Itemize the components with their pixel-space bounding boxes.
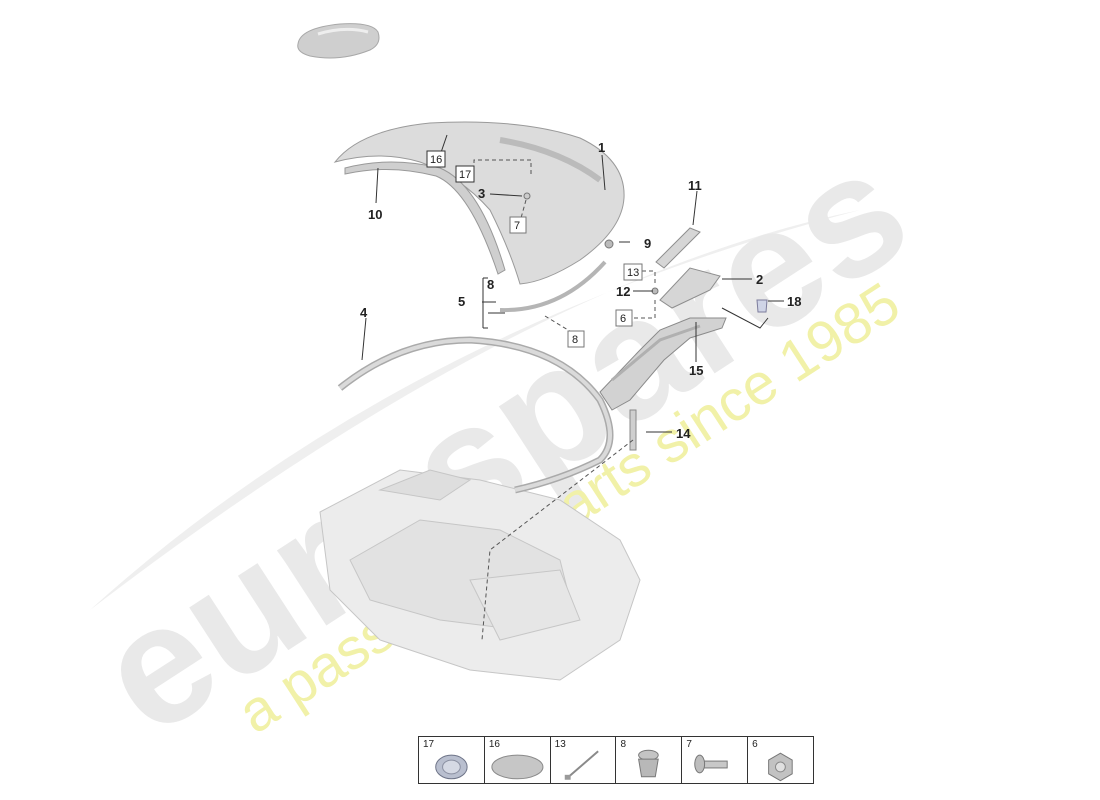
- box-label-7: 7: [514, 220, 520, 232]
- box-label-13: 13: [627, 267, 639, 279]
- legend-cell-7: 7: [682, 737, 749, 783]
- label-9: 9: [644, 236, 651, 251]
- legend-cell-6: 6: [748, 737, 813, 783]
- legend-number: 6: [752, 739, 758, 750]
- legend-number: 7: [686, 739, 692, 750]
- car-thumbnail-icon: [297, 23, 380, 59]
- label-18: 18: [787, 294, 801, 309]
- legend-number: 13: [554, 739, 566, 750]
- box-label-6: 6: [620, 313, 626, 325]
- cable-tie-icon: [564, 750, 599, 780]
- bumper-9: [604, 239, 614, 249]
- expansion-clip-icon: [638, 749, 660, 778]
- flange-nut-icon: [768, 752, 793, 782]
- boxed-labels: 16 17 7 13 6 8: [426, 150, 643, 348]
- label-2: 2: [756, 272, 763, 287]
- air-duct-part: [599, 317, 727, 411]
- label-15: 15: [689, 363, 703, 378]
- legend-cell-17: 17: [419, 737, 485, 783]
- grommet-icon: [435, 754, 468, 780]
- label-14: 14: [676, 426, 691, 441]
- bolt-icon: [694, 754, 728, 774]
- label-8: 8: [487, 277, 494, 292]
- rear-lid-part: [333, 121, 625, 285]
- part-labels: 1 11 2 3 4 5 8 9 10 12 14 15 18: [360, 140, 801, 441]
- label-10: 10: [368, 207, 382, 222]
- label-3: 3: [478, 186, 485, 201]
- foam-pad-icon: [491, 754, 544, 780]
- clip-3: [523, 192, 531, 200]
- edge-seal-part: [499, 260, 607, 313]
- legend-cell-8: 8: [616, 737, 683, 783]
- label-1: 1: [598, 140, 605, 155]
- rear-body-structure: [319, 469, 641, 681]
- label-11: 11: [688, 178, 702, 193]
- legend-cell-16: 16: [485, 737, 551, 783]
- hinge-assembly-part: [655, 227, 721, 309]
- legend-number: 16: [488, 739, 500, 750]
- label-12: 12: [616, 284, 630, 299]
- dashed-leaders: [473, 159, 656, 641]
- opening-seal-part: [337, 336, 614, 494]
- box-label-8: 8: [572, 334, 578, 346]
- box-label-16: 16: [430, 154, 442, 166]
- legend-number: 8: [620, 739, 627, 750]
- lid-seal-part: [344, 161, 506, 275]
- label-4: 4: [360, 305, 368, 320]
- box-label-17: 17: [459, 169, 471, 181]
- gas-strut-part: [629, 409, 637, 451]
- hardware-legend: 17 16 13 8 7 6: [418, 736, 814, 784]
- label-5: 5: [458, 294, 465, 309]
- legend-cell-13: 13: [551, 737, 617, 783]
- legend-number: 17: [423, 739, 435, 750]
- sensor-18: [756, 299, 768, 313]
